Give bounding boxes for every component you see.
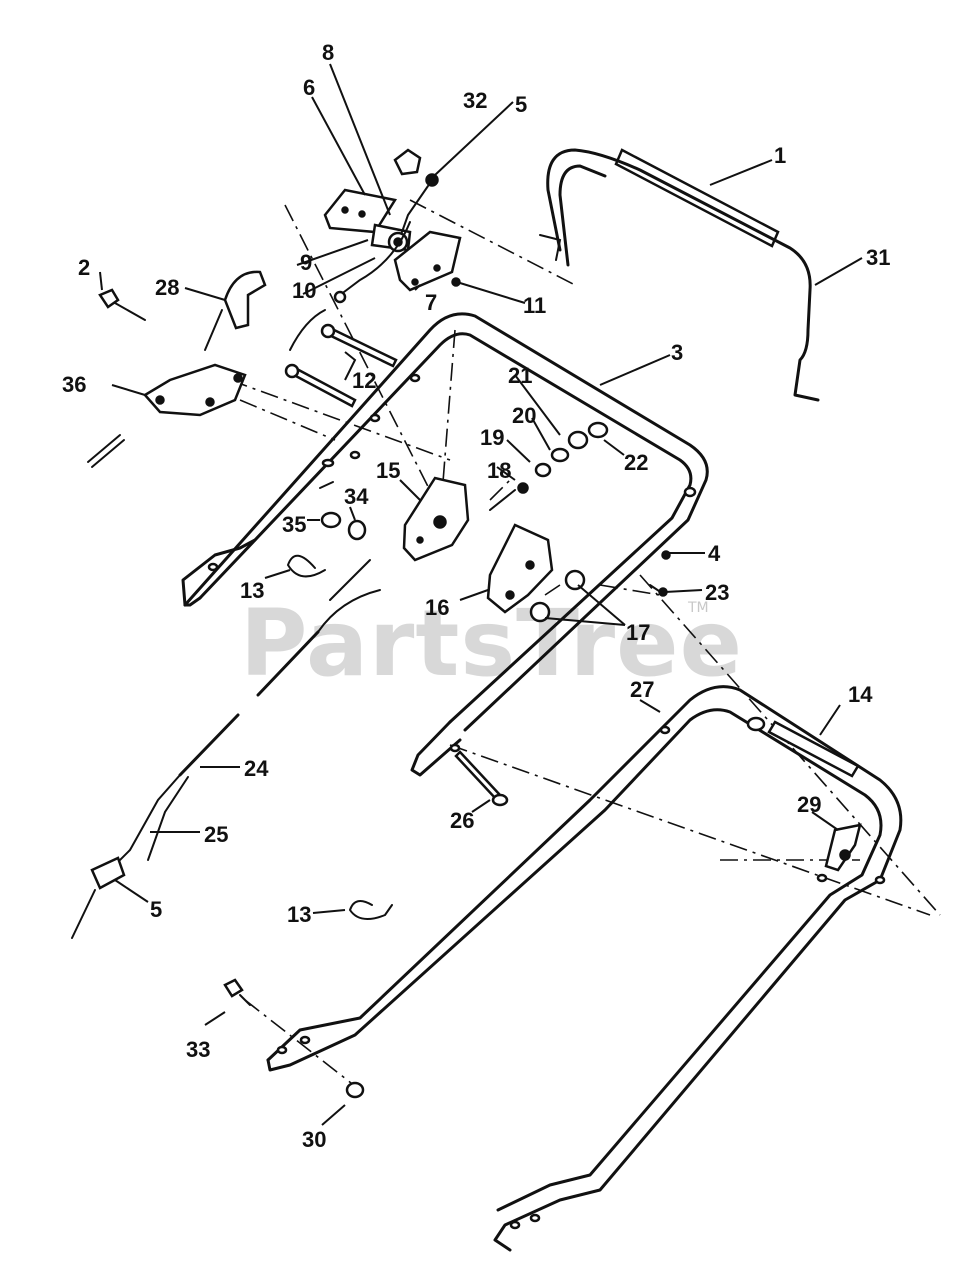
callout-15: 15 xyxy=(376,458,400,483)
watermark-text: PartsTree xyxy=(240,590,743,697)
callout-33: 33 xyxy=(186,1037,210,1062)
misc-parts xyxy=(286,481,393,920)
callout-30: 30 xyxy=(302,1127,326,1152)
callout-10: 10 xyxy=(292,278,316,303)
callout-29: 29 xyxy=(797,792,821,817)
callout-8: 8 xyxy=(322,40,334,65)
callout-20: 20 xyxy=(512,403,536,428)
part-27-lower-handle xyxy=(266,685,903,1252)
callout-25: 25 xyxy=(204,822,228,847)
callout-35: 35 xyxy=(282,512,306,537)
callout-27: 27 xyxy=(630,677,654,702)
callout-5-top: 5 xyxy=(515,92,527,117)
part-29-lever xyxy=(824,823,862,872)
callout-19: 19 xyxy=(480,425,504,450)
callouts: 1 2 3 4 5 5 6 7 8 9 10 11 12 13 13 14 15… xyxy=(62,40,890,1152)
callout-11: 11 xyxy=(523,293,546,318)
callout-14: 14 xyxy=(848,682,873,707)
bracket-assembly xyxy=(87,270,267,468)
callout-34: 34 xyxy=(344,484,369,509)
callout-22: 22 xyxy=(624,450,648,475)
callout-16: 16 xyxy=(425,595,449,620)
callout-1: 1 xyxy=(774,143,786,168)
watermark-trademark: TM xyxy=(687,600,709,616)
callout-7: 7 xyxy=(425,290,437,315)
callout-26: 26 xyxy=(450,808,474,833)
callout-6: 6 xyxy=(303,75,315,100)
part-3-upper-handle xyxy=(181,312,709,777)
cable-assembly xyxy=(71,559,381,939)
part-12-bolts xyxy=(284,309,398,408)
lower-controls xyxy=(402,421,671,623)
callout-17: 17 xyxy=(626,620,650,645)
callout-3: 3 xyxy=(671,340,683,365)
callout-4: 4 xyxy=(708,541,721,566)
callout-23: 23 xyxy=(705,580,729,605)
callout-28: 28 xyxy=(155,275,179,300)
lower-hardware xyxy=(223,750,509,1099)
control-assembly xyxy=(323,148,462,304)
callout-36: 36 xyxy=(62,372,86,397)
callout-12: 12 xyxy=(352,368,376,393)
leader-lines xyxy=(99,63,863,1126)
callout-31: 31 xyxy=(866,245,890,270)
callout-9: 9 xyxy=(300,250,312,275)
callout-24: 24 xyxy=(244,756,269,781)
callout-32: 32 xyxy=(463,88,487,113)
part-14-grip xyxy=(746,716,860,778)
callout-5-bottom: 5 xyxy=(150,897,162,922)
callout-21: 21 xyxy=(508,363,532,388)
callout-13-upper: 13 xyxy=(240,578,264,603)
callout-18: 18 xyxy=(487,458,511,483)
callout-13-lower: 13 xyxy=(287,902,311,927)
callout-2: 2 xyxy=(78,255,90,280)
part-31-bail xyxy=(539,148,820,402)
